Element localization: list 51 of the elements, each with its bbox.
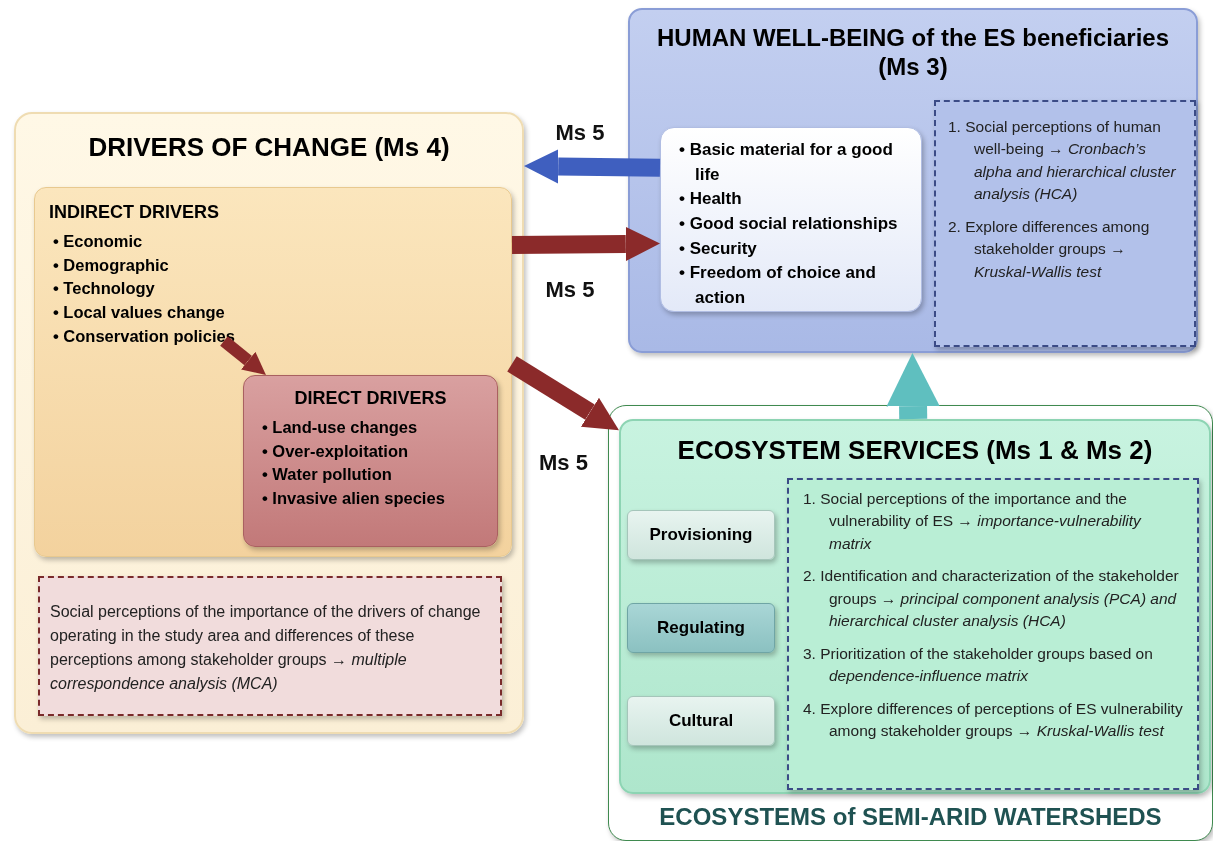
- service-box: [627, 510, 775, 560]
- method-text: 3. Prioritization of the stakeholder groups based on dependence-influence matrix: [803, 643, 1154, 687]
- list-item: • Freedom of choice and action: [679, 262, 877, 309]
- method-text: 1. Social perceptions of the importance and the vulnerability of ES → importance-vulnerability matrix: [803, 489, 1143, 554]
- list-item: • Conservation policies: [53, 326, 236, 348]
- method-text: 4. Explore differences of perceptions of ES vulnerability among stakeholder groups → Kruskal-Wallis test: [803, 698, 1183, 742]
- list-item: • Demographic: [53, 254, 170, 276]
- list-item: • Health: [679, 188, 743, 211]
- service-label: Provisioning: [649, 525, 753, 545]
- list-item: • Over-exploitation: [262, 440, 410, 462]
- method-text: Social perceptions of the importance of the drivers of change operating in the study area and differences of these perceptions among stakeholder groups → multiple correspondence analysis (MCA): [50, 602, 482, 694]
- list-item: • Security: [679, 237, 758, 260]
- arrow: [511, 226, 660, 261]
- list-card: [660, 127, 922, 312]
- arrow: [886, 353, 940, 420]
- list-item: • Invasive alien species: [262, 488, 446, 510]
- list-item: • Basic material for a good life: [679, 139, 894, 186]
- list-item: • Land-use changes: [262, 416, 419, 438]
- group-panel: [14, 112, 524, 734]
- arrow: [524, 149, 661, 184]
- panel-title: ECOSYSTEM SERVICES (Ms 1 & Ms 2): [676, 435, 1154, 467]
- driver-card: [243, 375, 498, 547]
- edge-label: Ms 5: [539, 450, 588, 477]
- group-panel: [619, 419, 1211, 794]
- card-heading: INDIRECT DRIVERS: [49, 202, 220, 224]
- panel-title: ECOSYSTEMS of SEMI-ARID WATERSHEDS: [658, 803, 1163, 832]
- service-label: Cultural: [668, 711, 734, 731]
- method-box: [38, 576, 502, 716]
- panel-title: DRIVERS OF CHANGE (Ms 4): [87, 132, 451, 164]
- group-panel: [608, 405, 1213, 841]
- card-heading: DIRECT DRIVERS: [293, 388, 448, 410]
- method-text: 1. Social perceptions of human well-being → Cronbach’s alpha and hierarchical cluster analysis (HCA): [948, 117, 1177, 205]
- driver-card: [34, 187, 512, 557]
- panel-title: HUMAN WELL-BEING of the ES beneficiaries (Ms 3): [655, 24, 1171, 82]
- group-panel: [628, 8, 1198, 353]
- service-label: Regulating: [657, 618, 745, 638]
- method-text: 2. Identification and characterization of the stakeholder groups → principal component analysis (PCA) and hierarchical cluster analysis (HCA): [803, 566, 1180, 632]
- method-box: [787, 478, 1199, 790]
- edge-label: Ms 5: [555, 119, 605, 146]
- arrow: [220, 336, 266, 375]
- edge-label: Ms 5: [545, 277, 595, 304]
- list-item: • Economic: [53, 230, 144, 252]
- method-box: [934, 100, 1196, 347]
- list-item: • Water pollution: [262, 464, 393, 486]
- method-text: 2. Explore differences among stakeholder groups → Kruskal-Wallis test: [948, 216, 1151, 282]
- list-item: • Technology: [53, 278, 156, 300]
- service-box: [627, 696, 775, 746]
- arrow: [507, 356, 619, 431]
- service-box: [627, 603, 775, 653]
- list-item: • Local values change: [53, 302, 226, 324]
- list-item: • Good social relationships: [679, 212, 899, 235]
